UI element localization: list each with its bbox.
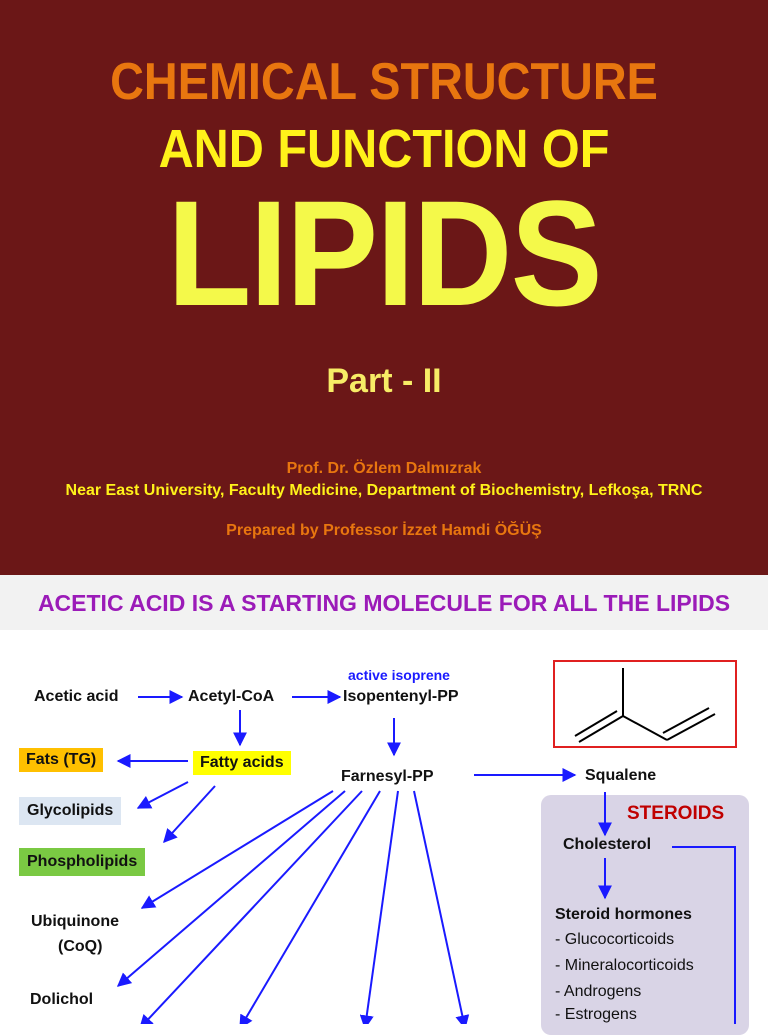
title-lipids: LIPIDS <box>167 169 603 337</box>
steroids-panel <box>541 795 749 1035</box>
title-part: Part - II <box>326 362 442 400</box>
hormone-mineralocorticoids: - Mineralocorticoids <box>555 957 694 974</box>
acetic-acid-label: Acetic acid <box>34 688 119 705</box>
squalene-label: Squalene <box>585 767 657 784</box>
ubiquinone-label: Ubiquinone <box>31 913 119 930</box>
active-isoprene-label: active isoprene <box>348 667 450 683</box>
steroid-hormones-label: Steroid hormones <box>555 906 692 923</box>
acetyl-coa-label: Acetyl-CoA <box>188 688 275 705</box>
cholesterol-label: Cholesterol <box>563 836 652 853</box>
prepared-by: Prepared by Professor İzzet Hamdi ÖĞÜŞ <box>226 522 542 539</box>
title-line-2: AND FUNCTION OF <box>158 119 610 179</box>
title-line-1: CHEMICAL STRUCTURE <box>110 53 658 111</box>
fatty-acids-box: Fatty acids <box>193 751 291 775</box>
pathway-arrows <box>116 690 736 1024</box>
hormone-estrogens: - Estrogens <box>555 1006 637 1023</box>
hormone-androgens: - Androgens <box>555 983 642 1000</box>
banner-text: ACETIC ACID IS A STARTING MOLECULE FOR A… <box>37 590 731 616</box>
coq-label: (CoQ) <box>58 938 103 955</box>
dolichol-label: Dolichol <box>30 991 94 1008</box>
banner <box>0 575 768 630</box>
title-section <box>0 0 768 575</box>
isoprene-structure-icon <box>574 668 716 743</box>
isoprene-structure-box <box>553 660 737 748</box>
author-affiliation: Near East University, Faculty Medicine, … <box>65 482 703 499</box>
steroids-label: STEROIDS <box>627 803 725 824</box>
isopentenyl-pp-label: Isopentenyl-PP <box>343 688 459 705</box>
phospholipids-box: Phospholipids <box>19 848 146 876</box>
farnesyl-pp-label: Farnesyl-PP <box>341 768 434 785</box>
glycolipids-box: Glycolipids <box>19 797 122 825</box>
hormone-glucocorticoids: - Glucocorticoids <box>555 931 675 948</box>
author-name: Prof. Dr. Özlem Dalmızrak <box>286 460 482 477</box>
fats-box: Fats (TG) <box>19 748 104 772</box>
